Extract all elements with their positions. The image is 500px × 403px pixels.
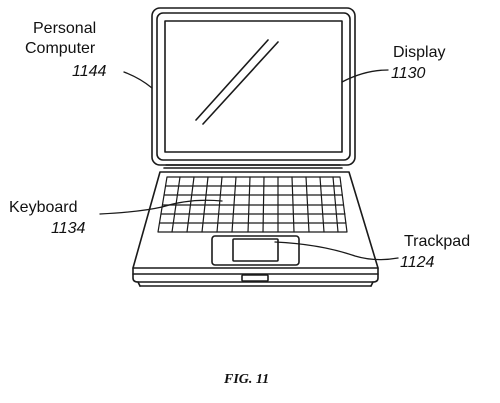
trackpad-ref: 1124 <box>400 254 435 271</box>
trackpad-area <box>211 235 300 266</box>
leader-keyboard <box>99 199 223 215</box>
keyboard-keys <box>157 176 348 233</box>
glare-line-2 <box>202 41 279 125</box>
display-lid <box>151 7 356 166</box>
figure-caption: FIG. 11 <box>224 372 270 387</box>
keyboard-label: Keyboard <box>9 199 78 216</box>
hinge <box>163 164 343 169</box>
keyboard-ref: 1134 <box>51 220 86 237</box>
leader-trackpad <box>274 241 399 261</box>
front-latch <box>241 274 269 282</box>
personal-computer-ref: 1144 <box>72 63 107 80</box>
personal-computer-label-line1: Personal <box>33 20 97 37</box>
laptop-base <box>132 171 379 287</box>
leader-lines <box>99 69 399 261</box>
display-label: Display <box>393 44 446 61</box>
leader-display <box>341 69 389 83</box>
leader-computer <box>123 71 153 89</box>
display-ref: 1130 <box>391 65 426 82</box>
trackpad-label: Trackpad <box>404 233 471 250</box>
personal-computer-label-line2: Computer <box>25 40 96 57</box>
glare-line-1 <box>195 39 269 121</box>
